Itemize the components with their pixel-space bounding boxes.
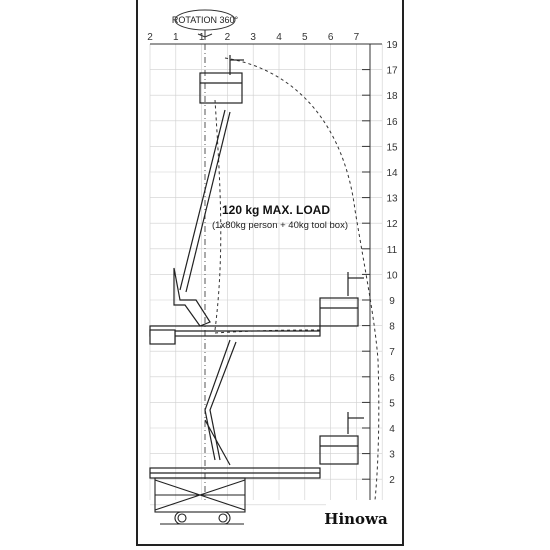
brand-label: Hinowa bbox=[324, 510, 388, 528]
height-label: 19 bbox=[386, 40, 398, 51]
envelope-inner-line bbox=[214, 329, 321, 334]
load-subtitle: (1x80kg person + 40kg tool box) bbox=[212, 220, 348, 231]
height-label: 14 bbox=[386, 168, 398, 179]
height-label: 9 bbox=[389, 296, 395, 307]
rotation-label: ROTATION 360° bbox=[172, 15, 239, 25]
hinowa-logo: Hinowa bbox=[324, 504, 388, 532]
boom-full-extension bbox=[173, 55, 244, 327]
top-axis-label: 2 bbox=[147, 32, 153, 43]
top-axis-label: 5 bbox=[302, 32, 308, 43]
boom-low-position bbox=[149, 339, 364, 479]
height-label: 11 bbox=[387, 245, 398, 256]
height-label: 5 bbox=[389, 398, 395, 409]
diagram-frame bbox=[136, 0, 404, 546]
top-axis-label: 2 bbox=[225, 32, 231, 43]
height-label: 16 bbox=[386, 117, 398, 128]
working-envelope-curve bbox=[224, 57, 380, 501]
envelope-inner-curve bbox=[214, 99, 222, 331]
height-label: 10 bbox=[386, 270, 398, 281]
top-axis-label: 4 bbox=[276, 32, 282, 43]
top-axis-label: 1 bbox=[173, 32, 179, 43]
height-label: 4 bbox=[389, 424, 395, 435]
top-axis-labels: 2 1 1 2 3 4 5 6 7 bbox=[147, 32, 359, 43]
height-label: 17 bbox=[386, 66, 398, 77]
top-axis-label: 6 bbox=[328, 32, 334, 43]
top-axis-label: 3 bbox=[250, 32, 256, 43]
rotation-indicator: ROTATION 360° bbox=[172, 9, 239, 40]
load-title: 120 kg MAX. LOAD bbox=[222, 203, 330, 217]
top-axis-label: 7 bbox=[354, 32, 360, 43]
height-label: 18 bbox=[386, 91, 398, 102]
height-label: 7 bbox=[389, 347, 395, 358]
height-label: 6 bbox=[389, 373, 395, 384]
grid bbox=[149, 43, 383, 506]
height-label: 8 bbox=[389, 322, 395, 333]
chassis bbox=[154, 477, 246, 525]
height-axis-labels: 19 17 18 16 15 14 13 12 11 10 9 8 7 6 5 4 3 2 bbox=[362, 40, 398, 486]
boom-mid-position bbox=[149, 272, 364, 345]
height-label: 13 bbox=[386, 194, 398, 205]
height-label: 15 bbox=[386, 142, 398, 153]
height-label: 12 bbox=[386, 219, 398, 230]
height-label: 3 bbox=[389, 450, 395, 461]
top-axis-label: 1 bbox=[199, 32, 205, 43]
height-label: 2 bbox=[389, 475, 395, 486]
